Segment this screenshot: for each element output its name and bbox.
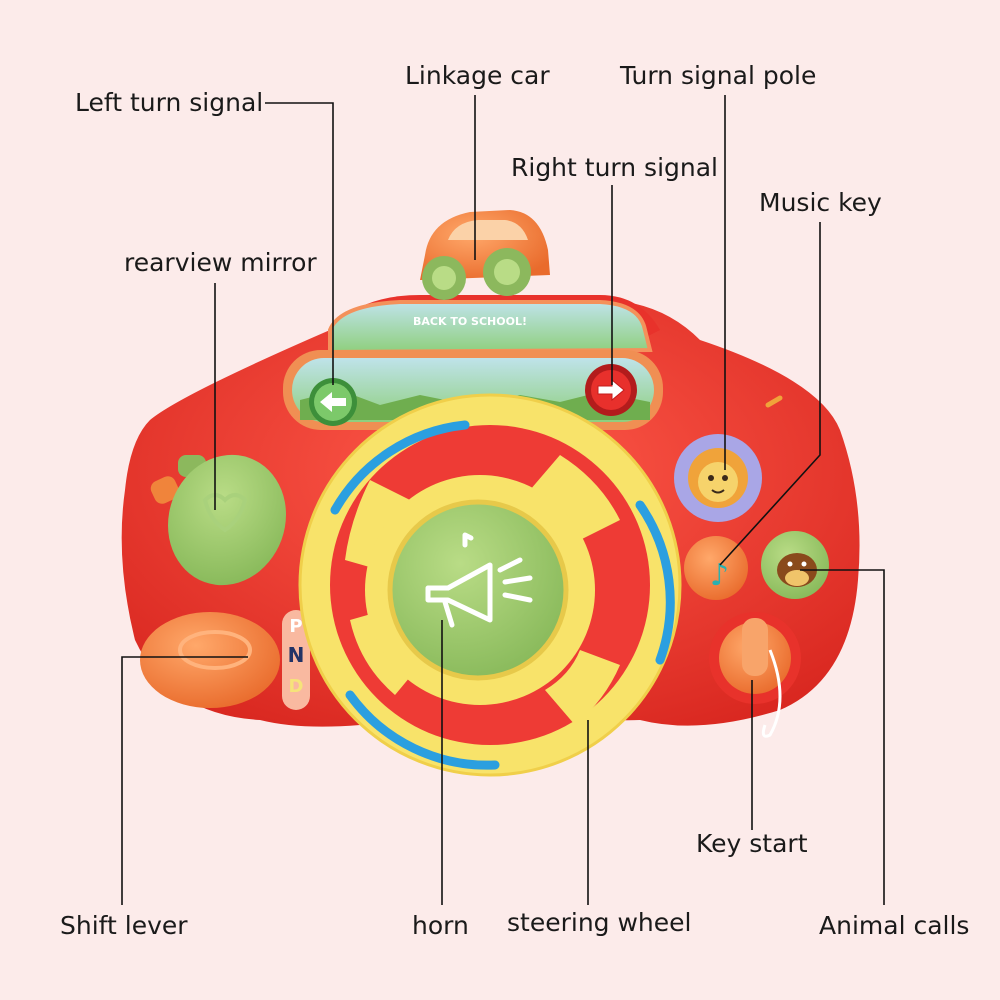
label-rearview-mirror: rearview mirror [124, 248, 317, 277]
label-linkage-car: Linkage car [405, 61, 550, 90]
leader-lines [121, 95, 885, 905]
pole-tip [765, 395, 783, 408]
music-note-icon: ♪ [710, 558, 729, 593]
gear-letter-n: N [288, 643, 305, 667]
label-music-key: Music key [759, 188, 882, 217]
label-animal-calls: Animal calls [819, 911, 970, 940]
right-turn-signal-button[interactable] [585, 364, 637, 416]
label-turn-signal-pole: Turn signal pole [620, 61, 817, 90]
turn-signal-pole[interactable] [674, 434, 762, 522]
linkage-car[interactable] [420, 210, 550, 300]
gear-letter-p: P [289, 616, 302, 637]
horn-button[interactable] [387, 499, 569, 681]
gear-letter-d: D [289, 676, 304, 697]
left-turn-signal-button[interactable] [309, 378, 357, 426]
label-shift-lever: Shift lever [60, 911, 188, 940]
label-key-start: Key start [696, 829, 808, 858]
screen-text: BACK TO SCHOOL! [413, 315, 527, 328]
rearview-mirror-button[interactable] [148, 438, 304, 602]
gear-indicator: P N D [282, 610, 310, 710]
label-left-turn-signal: Left turn signal [75, 88, 264, 117]
label-horn: horn [412, 911, 469, 940]
label-right-turn-signal: Right turn signal [511, 153, 719, 182]
shift-lever[interactable] [140, 612, 280, 708]
left-arrow-icon [320, 392, 346, 412]
animal-calls-button[interactable] [761, 531, 829, 599]
label-steering-wheel: steering wheel [507, 908, 692, 937]
megaphone-icon [425, 532, 533, 628]
key-start[interactable] [709, 612, 801, 738]
